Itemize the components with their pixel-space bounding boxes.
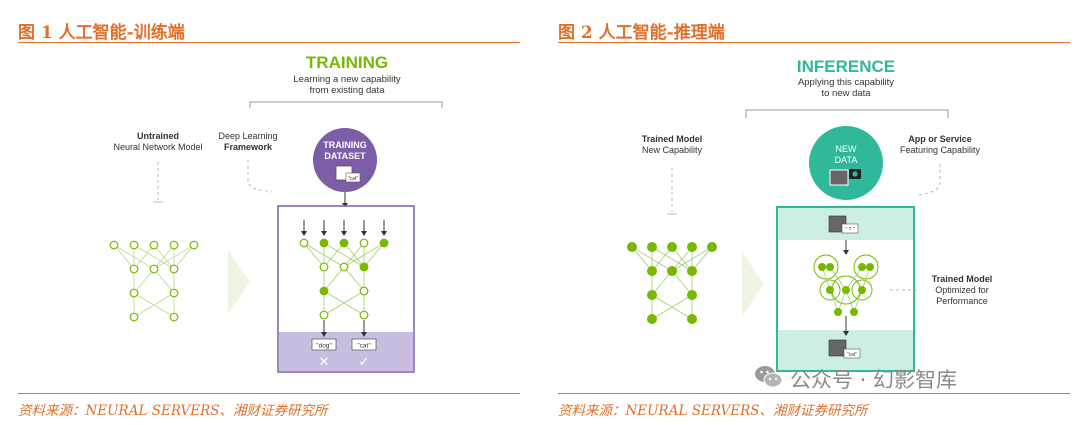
training-dataset-circle <box>313 128 377 192</box>
training-output-band <box>278 332 414 372</box>
inference-subheading-1: Applying this capability <box>798 77 894 88</box>
new-data-label-1: NEW <box>836 144 858 154</box>
inference-bracket <box>745 109 949 118</box>
app-service-label-2: Featuring Capability <box>900 145 981 155</box>
training-diagram: TRAINING Learning a new capability from … <box>10 50 530 385</box>
untrained-label-2: Neural Network Model <box>113 142 202 152</box>
figure2-title-rule <box>558 42 1070 43</box>
result-label: "cat" <box>847 352 857 358</box>
training-neural-net <box>299 238 389 337</box>
training-flow-arrow <box>228 250 250 314</box>
trained-model-label-1: Trained Model <box>642 134 703 144</box>
result-image-icon <box>828 339 847 357</box>
figure2-source: 资料来源：NEURAL SERVERS、湘财证券研究所 <box>558 403 868 419</box>
correct-mark-icon: ✓ <box>359 354 370 369</box>
app-service-connector <box>915 164 941 197</box>
dataset-label-1: TRAINING <box>323 140 367 150</box>
training-bracket <box>249 101 443 108</box>
dataset-card-label: "cat" <box>348 176 358 182</box>
output-dog-label: "dog" <box>316 343 332 350</box>
figure1-bottom-rule <box>18 393 520 394</box>
training-subheading-2: from existing data <box>310 85 386 96</box>
watermark-text: 公众号 · 幻影智库 <box>790 368 958 392</box>
new-data-label-2: DATA <box>835 155 858 165</box>
optimized-label-2: Optimized for <box>935 285 989 295</box>
trained-neural-net <box>627 242 717 324</box>
framework-label-1: Deep Learning <box>218 131 277 141</box>
figure1-source: 资料来源：NEURAL SERVERS、湘财证券研究所 <box>18 403 328 419</box>
training-heading: TRAINING <box>306 53 388 72</box>
untrained-neural-net <box>109 240 199 322</box>
result-card <box>843 348 861 359</box>
optimized-label-3: Performance <box>936 296 988 306</box>
output-dog-card <box>311 338 337 351</box>
figure1-title-rule <box>18 42 520 43</box>
inference-diagram: INFERENCE Applying this capability to ne… <box>552 50 1072 385</box>
inference-subheading-2: to new data <box>821 88 871 99</box>
inference-flow-arrow <box>742 252 764 316</box>
figure2-bottom-rule <box>558 393 1070 394</box>
figure1-title: 图 1 人工智能-训练端 <box>18 23 185 43</box>
query-label: " ? " <box>845 227 854 233</box>
wechat-icon <box>755 366 783 388</box>
cat-photo-icon <box>829 169 849 186</box>
training-input-arrows <box>303 220 385 233</box>
optimized-label-1: Trained Model <box>932 274 993 284</box>
output-cat-label: "cat" <box>357 343 371 350</box>
framework-connector <box>247 160 273 193</box>
wrong-mark-icon: ✕ <box>319 354 330 369</box>
dataset-label-2: DATASET <box>324 151 366 161</box>
output-cat-card <box>351 338 377 351</box>
training-subheading-1: Learning a new capability <box>293 74 400 85</box>
new-data-circle <box>809 126 883 200</box>
inference-heading: INFERENCE <box>797 57 895 76</box>
optimized-neural-net <box>813 254 879 336</box>
trained-model-label-2: New Capability <box>642 145 703 155</box>
framework-label-2: Framework <box>224 142 273 152</box>
figure2-title: 图 2 人工智能-推理端 <box>558 23 725 43</box>
query-card <box>841 223 859 234</box>
untrained-label-1: Untrained <box>137 131 179 141</box>
app-service-label-1: App or Service <box>908 134 972 144</box>
